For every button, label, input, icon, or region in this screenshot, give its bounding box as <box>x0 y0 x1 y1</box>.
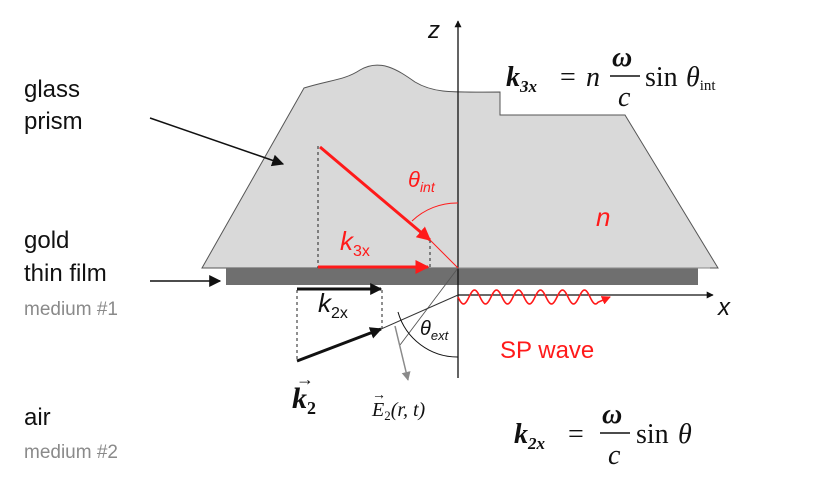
interface-ray-line <box>399 267 459 346</box>
svg-text:sin: sin <box>636 419 669 450</box>
svg-text:c: c <box>608 440 621 471</box>
k2-vector <box>296 327 383 363</box>
k3-to-origin <box>429 239 459 269</box>
svg-text:k2x: k2x <box>514 419 546 453</box>
k2-label: k2 <box>292 382 316 418</box>
k3-vector <box>319 145 432 242</box>
sp-wave <box>457 289 611 305</box>
prism-pointer-arrow <box>149 117 285 167</box>
svg-text:ω: ω <box>612 42 632 73</box>
label-medium2: medium #2 <box>24 442 118 463</box>
svg-text:k3x: k3x <box>506 62 538 96</box>
theta-ext-arc <box>397 311 459 358</box>
e2-arrow-accent: → <box>372 388 386 403</box>
sp-wave-label: SP wave <box>500 337 594 364</box>
e2-label: E2(r, t) <box>371 399 426 423</box>
equation-k3x: k3x = n ω c sin θint <box>506 42 716 113</box>
k2x-label: k2x <box>318 288 348 322</box>
label-prism: prism <box>24 108 83 135</box>
k2-to-origin <box>380 294 459 330</box>
gold-thin-film <box>226 268 698 285</box>
k2-arrow-accent: → <box>296 369 314 389</box>
theta-int-label: θint <box>408 167 436 195</box>
label-gold: gold <box>24 227 69 254</box>
svg-text:=: = <box>560 62 576 93</box>
theta-int-arc <box>411 202 459 222</box>
glass-prism-shape <box>201 64 719 269</box>
label-medium1: medium #1 <box>24 299 118 320</box>
index-n-label: n <box>596 202 610 232</box>
svg-text:θ: θ <box>678 419 692 450</box>
svg-text:ω: ω <box>602 399 622 430</box>
k3x-label: k3x <box>340 226 370 260</box>
label-thin-film: thin film <box>24 260 107 287</box>
svg-text:=: = <box>568 419 584 450</box>
e2-vector <box>394 325 411 381</box>
svg-text:θint: θint <box>686 62 716 94</box>
svg-text:n: n <box>586 62 600 93</box>
label-air: air <box>24 404 51 431</box>
svg-text:c: c <box>618 82 631 113</box>
svg-text:sin: sin <box>645 62 678 93</box>
equation-k2x: k2x = ω c sin θ <box>514 399 692 471</box>
axis-x-label: x <box>717 294 731 321</box>
label-glass: glass <box>24 76 80 103</box>
theta-ext-label: θext <box>420 318 450 343</box>
axis-z-label: z <box>427 17 440 44</box>
